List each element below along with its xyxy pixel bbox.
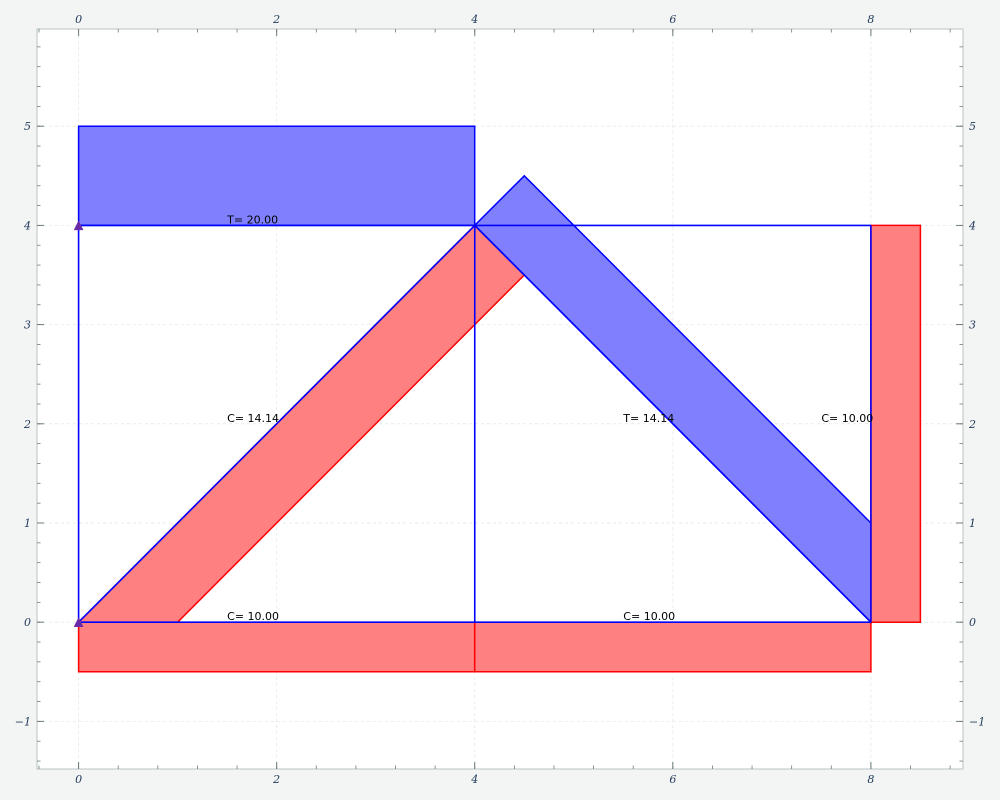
support-marker <box>73 617 84 627</box>
y-tick-label-left: −1 <box>15 715 31 728</box>
y-tick-label-left: 2 <box>23 418 31 431</box>
truss-member <box>474 224 872 623</box>
x-tick-label-bottom: 6 <box>669 773 676 786</box>
x-tick-label-top: 8 <box>867 13 874 26</box>
compression-force-band <box>77 621 476 673</box>
member-force-label: T= 20.00 <box>226 213 278 226</box>
x-tick-label-bottom: 0 <box>75 773 82 786</box>
x-tick-label-bottom: 8 <box>867 773 874 786</box>
axis-ticks: 0 0 2 2 4 4 6 6 8 8 −1 −1 0 0 1 1 2 2 3 3 4 4 5 5 <box>15 13 985 786</box>
x-tick-label-bottom: 2 <box>272 773 280 786</box>
member-force-label: C= 14.14 <box>227 412 279 425</box>
force-labels: T= 20.00 C= 14.14 T= 14.14 C= 10.00 C= 10.00… <box>226 213 873 623</box>
x-tick-label-bottom: 4 <box>470 773 478 786</box>
force-bands <box>76 125 922 673</box>
y-tick-label-right: 0 <box>969 616 976 629</box>
y-tick-label-right: 3 <box>969 319 976 332</box>
member-force-label: C= 10.00 <box>227 610 279 623</box>
y-tick-label-right: 5 <box>969 120 976 133</box>
y-tick-label-left: 3 <box>24 319 31 332</box>
y-tick-label-left: 4 <box>23 219 31 232</box>
supports <box>73 220 84 627</box>
y-tick-label-right: 4 <box>968 219 976 232</box>
x-tick-label-top: 0 <box>75 13 82 26</box>
compression-force-band <box>473 621 872 673</box>
y-tick-label-left: 0 <box>24 616 31 629</box>
member-force-label: C= 10.00 <box>623 610 675 623</box>
x-tick-label-top: 6 <box>669 13 676 26</box>
x-tick-label-top: 4 <box>470 13 478 26</box>
truss-member <box>78 224 476 623</box>
y-tick-label-right: −1 <box>969 715 985 728</box>
member-force-label: C= 10.00 <box>821 412 873 425</box>
compression-force-band <box>870 224 922 623</box>
tension-force-band <box>77 125 476 227</box>
support-marker <box>73 220 84 231</box>
truss-members <box>77 224 872 623</box>
y-tick-label-right: 1 <box>969 517 976 530</box>
y-tick-label-left: 5 <box>24 120 31 133</box>
x-tick-label-top: 2 <box>272 13 280 26</box>
y-tick-label-right: 2 <box>968 418 976 431</box>
member-force-label: T= 14.14 <box>622 412 674 425</box>
y-tick-label-left: 1 <box>24 517 31 530</box>
